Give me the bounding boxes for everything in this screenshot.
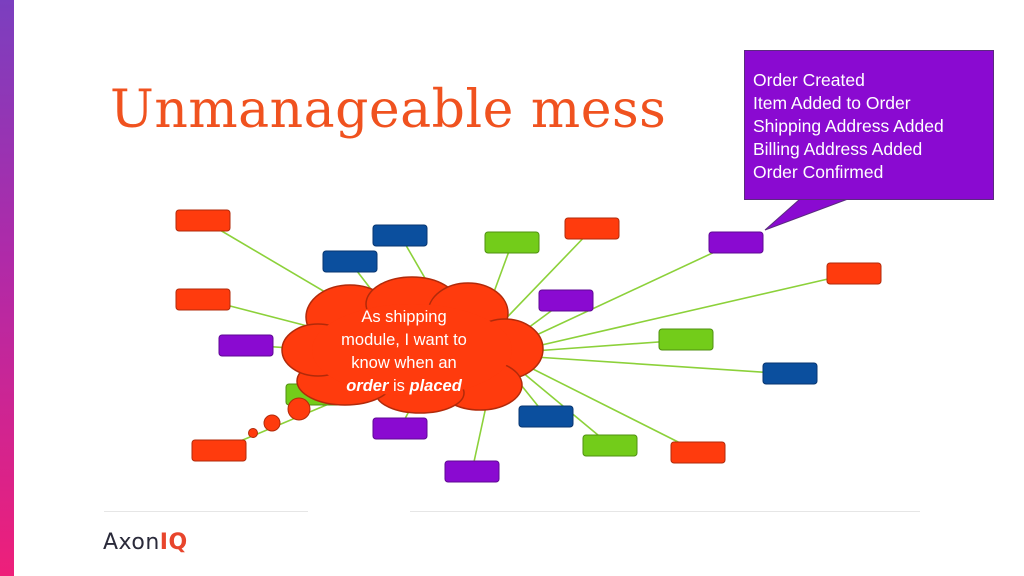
footer-divider xyxy=(410,511,920,512)
footer-divider xyxy=(104,511,308,512)
node xyxy=(670,441,726,464)
thought-line: As shipping xyxy=(361,308,447,326)
node xyxy=(518,405,574,428)
node xyxy=(175,288,231,311)
node xyxy=(191,439,247,462)
logo-part-iq: IQ xyxy=(159,530,188,555)
node xyxy=(322,250,378,273)
nodes xyxy=(175,209,882,483)
axoniq-logo: AxonIQ xyxy=(103,530,188,555)
node xyxy=(218,334,274,357)
thought-word-order: order xyxy=(346,377,389,395)
node xyxy=(762,362,818,385)
edge xyxy=(519,272,855,351)
accent-bar xyxy=(0,0,14,576)
thought-line: order is placed xyxy=(318,375,490,398)
thought-text: As shipping module, I want to know when … xyxy=(318,306,490,398)
thought-word-placed: placed xyxy=(409,377,462,395)
thought-word-is: is xyxy=(392,377,405,395)
callout-pointer xyxy=(764,198,849,231)
event-item: Billing Address Added xyxy=(753,139,923,159)
thought-bubbles xyxy=(248,397,311,438)
edge xyxy=(519,339,687,353)
event-item: Order Confirmed xyxy=(753,162,884,182)
edge xyxy=(514,241,737,346)
thought-cloud-fill xyxy=(312,304,512,396)
thought-line: module, I want to xyxy=(341,331,467,349)
node xyxy=(372,417,428,440)
thought-line: know when an xyxy=(351,354,457,372)
event-item: Shipping Address Added xyxy=(753,116,944,136)
event-item: Item Added to Order xyxy=(753,93,911,113)
node xyxy=(372,224,428,247)
event-callout: Order Created Item Added to Order Shippi… xyxy=(744,50,994,200)
edge xyxy=(514,359,699,453)
node xyxy=(826,262,882,285)
slide-title: Unmanageable mess xyxy=(110,80,667,140)
node xyxy=(658,328,714,351)
event-item: Order Created xyxy=(753,70,865,90)
node xyxy=(582,434,638,457)
edge xyxy=(509,361,611,446)
node xyxy=(708,231,764,254)
node xyxy=(564,217,620,240)
node xyxy=(538,289,594,312)
edge xyxy=(519,355,791,375)
node xyxy=(175,209,231,232)
node xyxy=(444,460,500,483)
logo-part-axon: Axon xyxy=(103,530,160,555)
node xyxy=(484,231,540,254)
